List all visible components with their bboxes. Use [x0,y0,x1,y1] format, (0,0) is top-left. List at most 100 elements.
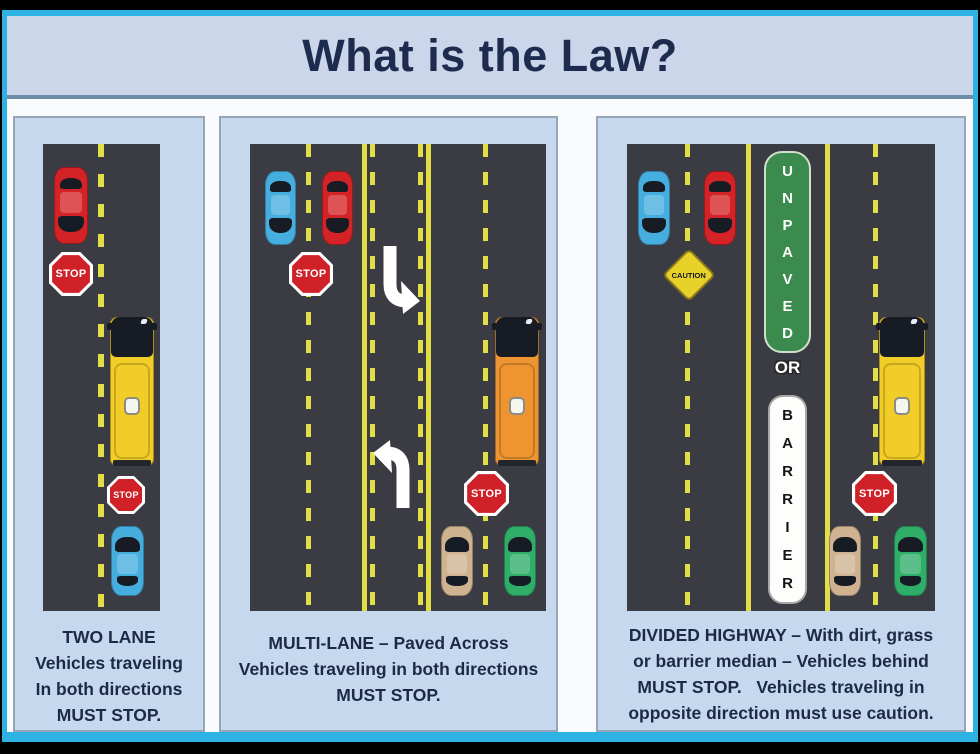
bus-roof-hatch [509,397,525,416]
caption-multi-lane: MULTI-LANE – Paved Across Vehicles trave… [224,630,553,708]
car-tan-following [441,526,473,596]
bus-roof-hatch [124,397,140,416]
multi-lane-road: STOP [250,144,546,611]
car-green-following [504,526,536,596]
bus-roof-outline [113,363,151,459]
or-label: OR [774,358,801,377]
stop-sign: STOP [289,252,333,296]
car-rear-window [509,576,531,587]
panel-two-lane: STOP STOP [13,116,205,732]
caption-line: MUST STOP. [56,705,162,725]
school-bus [875,317,929,466]
car-windshield [115,537,140,552]
bus-windshield [111,317,153,358]
bus-bumper [112,460,152,466]
stop-sign: STOP [49,252,93,296]
car-windshield [833,537,857,552]
bus-windshield-shine [139,319,148,325]
caption-line: In both directions [35,679,183,699]
car-roof [644,194,664,216]
school-bus [491,317,543,466]
car-windshield [445,537,469,552]
caption-line: Vehicles traveling in both directions [238,659,539,679]
car-roof [117,554,138,574]
panel-multi-lane: STOP [219,116,558,732]
stop-sign-face: STOP [855,474,894,513]
lane-divider-dashed [873,144,878,611]
center-lane-dashed-line [418,144,423,611]
car-blue-oncoming [265,171,296,245]
bus-windshield-shine [910,319,919,325]
stop-sign-face: STOP [109,478,143,512]
bus-windshield [496,317,538,358]
caption-divided-highway: DIVIDED HIGHWAY – With dirt, grass or ba… [601,622,961,726]
left-turn-arrow-icon [383,246,420,314]
bus-windshield-shine [524,319,533,325]
car-rear-window [270,181,291,192]
caption-line: MUST STOP. Vehicles traveling in [637,677,925,697]
car-blue-following [111,526,144,596]
caution-sign: CAUTION [662,248,716,302]
car-roof [900,554,921,574]
car-roof [270,194,291,216]
car-tan-following [829,526,861,596]
car-green-following [894,526,927,596]
caption-line: MULTI-LANE – Paved Across [268,633,509,653]
two-lane-road: STOP STOP [43,144,160,611]
car-blue-opposite [638,171,670,245]
car-roof [327,194,348,216]
lane-divider-dashed [306,144,311,611]
car-roof [60,191,82,214]
car-rear-window [59,177,83,189]
car-red-oncoming [54,167,88,244]
bus-stop-arm-sign: STOP [107,476,145,514]
bus-mirror-right [922,322,929,331]
car-windshield [898,537,923,552]
car-windshield [508,537,532,552]
bus-windshield [880,317,924,358]
bus-stop-arm-sign: STOP [852,471,897,516]
car-rear-window [834,576,856,587]
caption-line: DIVIDED HIGHWAY – With dirt, grass [628,625,934,645]
bus-roof-outline [498,363,536,459]
poster-content: What is the Law? STOP [7,16,973,732]
bus-bumper [497,460,537,466]
center-lane-solid-line [362,144,367,611]
school-bus [106,317,158,466]
caption-line: TWO LANE [62,627,156,647]
bus-mirror-left [491,322,498,331]
car-red-opposite [704,171,736,245]
stop-sign-face: STOP [292,255,330,293]
car-red-oncoming [322,171,353,245]
center-dashed-line [98,144,104,611]
bus-mirror-left [106,322,113,331]
left-turn-arrow-icon [373,440,410,508]
bus-mirror-left [875,322,882,331]
car-roof [447,554,467,574]
bus-mirror-right [536,322,543,331]
title-bar: What is the Law? [7,16,973,99]
car-rear-window [116,576,139,587]
bus-mirror-right [151,322,158,331]
caption-line: MUST STOP. [336,685,441,705]
median-edge-line [825,144,830,611]
bus-roof-outline [883,363,921,459]
caption-line: or barrier median – Vehicles behind [633,651,929,671]
bus-bumper [881,460,923,466]
car-rear-window [327,181,348,192]
car-rear-window [446,576,468,587]
caption-line: Vehicles traveling [35,653,183,673]
center-lane-dashed-line [370,144,375,611]
car-roof [710,194,730,216]
stop-sign-face: STOP [52,255,90,293]
caption-two-lane: TWO LANE Vehicles traveling In both dire… [18,624,200,728]
car-rear-window [709,181,731,192]
poster-frame: What is the Law? STOP [2,10,978,742]
